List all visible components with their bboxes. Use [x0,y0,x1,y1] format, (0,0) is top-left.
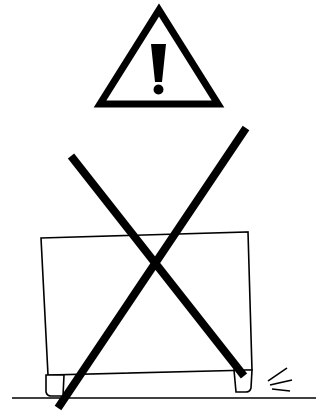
exclamation-dot [154,85,164,95]
warning-triangle-icon [100,10,218,104]
cabinet-foot-left [46,375,64,396]
vibration-lines-icon [268,368,292,391]
